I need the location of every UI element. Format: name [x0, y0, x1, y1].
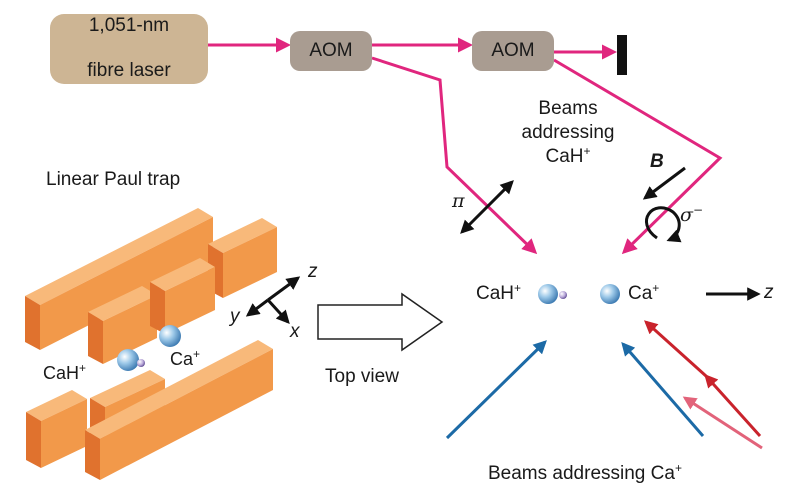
pink-beam — [682, 396, 763, 450]
beams-cah-label: Beams addressing CaH+ — [522, 97, 615, 168]
electrode-back-short — [208, 218, 277, 298]
trap-ion-cah — [117, 349, 139, 371]
electrode-middle-right — [150, 258, 215, 334]
trap-label-cah-text: CaH — [43, 363, 80, 383]
beams-ca-charge: + — [674, 461, 682, 475]
trap-label-ca: Ca+ — [170, 347, 201, 369]
beam-block — [617, 35, 627, 75]
paul-trap — [25, 208, 277, 480]
trap-label-ca-text: Ca — [170, 349, 194, 369]
fibre-laser-line2: fibre laser — [87, 60, 171, 82]
axis-x-arrow — [266, 298, 290, 324]
sigma-label: σ− — [680, 203, 704, 226]
beams-cah-species: CaH — [545, 145, 584, 167]
z-right-label: z — [764, 282, 774, 303]
topview-ion-hydrogen — [559, 291, 567, 299]
beams-cah-line1: Beams — [538, 98, 598, 119]
aom-1-label: AOM — [309, 39, 353, 61]
pi-label: π — [452, 190, 465, 212]
ca-beams — [445, 320, 763, 450]
fibre-laser-line1: 1,051-nm — [88, 14, 170, 36]
blue-beam-left — [445, 340, 547, 440]
top-view-arrow — [317, 292, 444, 352]
axis-z-arrow — [267, 276, 301, 302]
aom-box-2: AOM — [472, 31, 554, 71]
beams-cah-line3: CaH+ — [522, 145, 615, 169]
beams-ca-text: Beams addressing Ca — [488, 463, 675, 484]
axis-x-label: x — [290, 321, 300, 342]
topview-ion-cah — [538, 284, 558, 304]
axis-z-label: z — [308, 261, 318, 282]
electrode-back-long — [25, 208, 213, 350]
coordinate-axes — [245, 276, 301, 324]
fibre-laser-box: 1,051-nm fibre laser — [50, 14, 208, 84]
beam-sigma-path — [553, 58, 723, 255]
trap-title: Linear Paul trap — [46, 169, 181, 190]
topview-label-ca: Ca+ — [628, 281, 660, 304]
red-beam-upper — [643, 320, 708, 378]
electrode-front-long — [85, 340, 273, 480]
beams-cah-line2: addressing — [521, 121, 615, 143]
aom-2-label: AOM — [491, 39, 535, 61]
electrode-middle-left — [88, 286, 157, 364]
topview-label-cah: CaH+ — [476, 281, 522, 304]
beams-cah-charge: + — [583, 143, 591, 158]
trap-label-cah-charge: + — [79, 361, 87, 375]
axis-y-arrow — [245, 298, 269, 317]
b-field-label: B — [650, 151, 664, 172]
red-beam-lower — [704, 373, 762, 438]
magenta-beam-paths — [208, 37, 723, 255]
beams-ca-label: Beams addressing Ca+ — [488, 461, 682, 484]
b-field-arrow — [642, 166, 686, 200]
trap-label-cah: CaH+ — [43, 361, 87, 383]
topview-label-ca-charge: + — [652, 281, 660, 295]
top-view-label: Top view — [325, 366, 399, 387]
topview-label-cah-text: CaH — [476, 283, 515, 304]
sigma-symbol: σ — [680, 204, 693, 226]
pi-polarization-arrow — [460, 180, 514, 234]
topview-label-ca-text: Ca — [628, 283, 653, 304]
sigma-circular-arrow — [645, 206, 682, 243]
beam-pi-path — [371, 56, 538, 255]
trap-label-ca-charge: + — [193, 347, 201, 361]
aom-box-1: AOM — [290, 31, 372, 71]
topview-ion-ca — [600, 284, 620, 304]
topview-label-cah-charge: + — [514, 281, 522, 295]
electrode-front-left — [26, 390, 87, 468]
trap-ion-hydrogen — [137, 359, 145, 367]
trap-ion-ca — [159, 325, 181, 347]
sigma-minus: − — [692, 203, 704, 217]
blue-beam-right — [621, 341, 705, 437]
axis-y-label: y — [230, 306, 240, 327]
